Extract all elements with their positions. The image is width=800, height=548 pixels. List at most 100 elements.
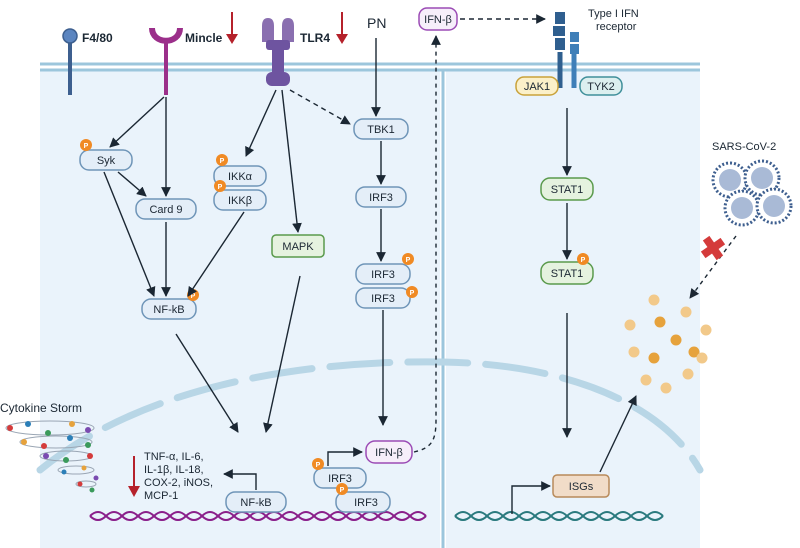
irf3-b-phospho bbox=[402, 253, 414, 265]
cytokine-storm-title: Cytokine Storm bbox=[0, 401, 82, 415]
irf3-nuc2-phospho bbox=[336, 483, 348, 495]
arrow-mapk-nucleus bbox=[263, 275, 301, 433]
syk-label: Syk bbox=[97, 155, 116, 167]
ikka-box bbox=[213, 165, 267, 187]
cytoplasm-left bbox=[40, 70, 440, 548]
mincle-down-arrow bbox=[226, 12, 238, 44]
block-cross-icon bbox=[700, 235, 726, 261]
cell-membrane bbox=[40, 62, 700, 72]
irf3-nuc1-phospho-label: P bbox=[316, 462, 321, 469]
irf3-a-box bbox=[355, 186, 407, 208]
type1-label-2: receptor bbox=[596, 21, 637, 33]
arrow-mincle-syk bbox=[109, 96, 165, 148]
syk-phospho bbox=[80, 139, 92, 151]
nfkb-cyto-phospho-label: P bbox=[191, 293, 196, 300]
arrow-isgs-cytokines bbox=[599, 395, 637, 473]
ifnb-top-box bbox=[418, 7, 458, 31]
arrow-syk-card9 bbox=[117, 171, 147, 197]
mapk-label: MAPK bbox=[282, 241, 314, 253]
arrow-tlr4-mapk bbox=[281, 89, 302, 233]
sars-cov-2-virus-icon bbox=[711, 159, 793, 227]
stat1-b-box bbox=[540, 261, 594, 285]
stat1-a-box bbox=[540, 177, 594, 201]
nfkb-nuc-label: NF-kB bbox=[240, 497, 271, 509]
arrow-ifnb-export bbox=[413, 35, 441, 453]
irf3-nuc2-phospho-label: P bbox=[340, 487, 345, 494]
irf3-nuc1-phospho bbox=[312, 458, 324, 470]
virus-label: SARS-CoV-2 bbox=[712, 141, 776, 153]
irf3-c-box bbox=[355, 287, 411, 309]
ikkb-label: IKKβ bbox=[228, 195, 252, 207]
f480-receptor bbox=[62, 28, 78, 95]
syk-box bbox=[79, 149, 133, 171]
tbk1-label: TBK1 bbox=[367, 124, 395, 136]
arrow-virus-block bbox=[689, 235, 737, 299]
arrow-promoter-isgs bbox=[511, 481, 551, 514]
mincle-receptor bbox=[149, 27, 183, 95]
isgs-box bbox=[552, 474, 610, 498]
cytokine-line-3: COX-2, iNOS, bbox=[144, 477, 213, 489]
mincle-label: Mincle bbox=[185, 31, 223, 45]
arrow-nfkb-genes bbox=[223, 469, 257, 490]
card9-label: Card 9 bbox=[149, 204, 182, 216]
ikka-phospho-label: P bbox=[220, 158, 225, 165]
irf3-nuc1-label: IRF3 bbox=[328, 473, 352, 485]
stat1-b-phospho bbox=[577, 253, 589, 265]
cytokine-line-2: IL-1β, IL-18, bbox=[144, 464, 204, 476]
tlr4-receptor bbox=[262, 18, 294, 86]
mapk-box bbox=[271, 234, 325, 258]
type1-ifn-receptor bbox=[553, 12, 579, 88]
stat1-a-label: STAT1 bbox=[551, 184, 584, 196]
arrow-nfkb-nucleus bbox=[175, 333, 239, 433]
arrow-tlr4-tbk1 bbox=[289, 89, 351, 125]
irf3-c-phospho bbox=[406, 286, 418, 298]
cytokine-down-arrow bbox=[128, 456, 140, 497]
tbk1-box bbox=[353, 118, 409, 140]
nfkb-cyto-label: NF-kB bbox=[153, 304, 184, 316]
cytokine-line-4: MCP-1 bbox=[144, 490, 178, 502]
irf3-c-label: IRF3 bbox=[371, 293, 395, 305]
irf3-nuc2-box bbox=[335, 491, 391, 513]
nfkb-cyto-box bbox=[141, 298, 197, 320]
pn-label: PN bbox=[367, 15, 386, 31]
irf3-nuc2-label: IRF3 bbox=[354, 497, 378, 509]
tyk2-box bbox=[579, 76, 623, 96]
irf3-b-phospho-label: P bbox=[406, 257, 411, 264]
irf3-a-label: IRF3 bbox=[369, 192, 393, 204]
ifnb-top-label: IFN-β bbox=[424, 14, 452, 26]
ifnb-nuc-box bbox=[365, 440, 413, 464]
dna-strand-right bbox=[454, 511, 664, 521]
ikka-phospho bbox=[216, 154, 228, 166]
f480-label: F4/80 bbox=[82, 31, 113, 45]
cytoplasm-right bbox=[446, 70, 700, 548]
tyk2-label: TYK2 bbox=[587, 81, 615, 93]
arrow-irf3-ifnb bbox=[327, 447, 363, 466]
tlr4-label: TLR4 bbox=[300, 31, 330, 45]
irf3-b-label: IRF3 bbox=[371, 269, 395, 281]
irf3-b-box bbox=[355, 263, 411, 285]
stat1-b-label: STAT1 bbox=[551, 268, 584, 280]
type1-label-1: Type I IFN bbox=[588, 8, 639, 20]
jak1-box bbox=[515, 76, 559, 96]
tlr4-down-arrow bbox=[336, 12, 348, 44]
ikka-label: IKKα bbox=[228, 171, 253, 183]
pathway-arrows bbox=[103, 14, 737, 514]
syk-phospho-label: P bbox=[84, 143, 89, 150]
arrow-ikk-nfkb bbox=[187, 211, 245, 297]
ifnb-nuc-label: IFN-β bbox=[375, 447, 403, 459]
card9-box bbox=[135, 198, 197, 220]
ikkb-phospho-label: P bbox=[218, 184, 223, 191]
nfkb-nuc-box bbox=[225, 491, 287, 513]
released-particles bbox=[624, 294, 712, 394]
irf3-c-phospho-label: P bbox=[410, 290, 415, 297]
ikkb-phospho bbox=[214, 180, 226, 192]
stat1-b-phospho-label: P bbox=[581, 257, 586, 264]
arrow-tlr4-ikk bbox=[245, 89, 277, 157]
cytokine-line-1: TNF-α, IL-6, bbox=[144, 451, 204, 463]
cytokine-storm-icon bbox=[5, 420, 99, 493]
jak1-label: JAK1 bbox=[524, 81, 550, 93]
ikkb-box bbox=[213, 189, 267, 211]
arrow-syk-nfkb bbox=[103, 171, 156, 297]
